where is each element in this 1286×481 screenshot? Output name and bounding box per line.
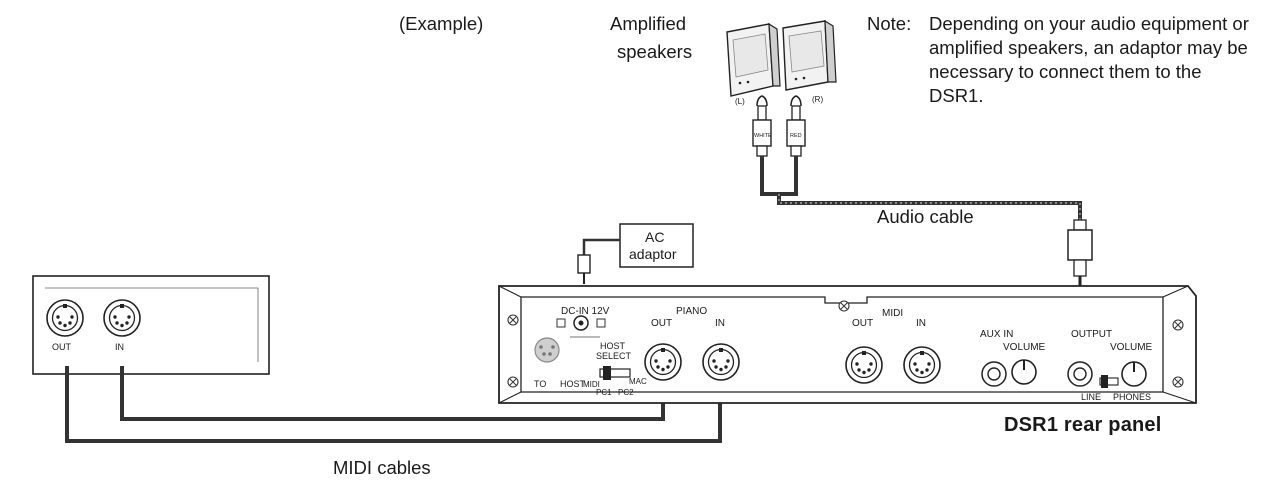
to-host-to-label: TO xyxy=(534,379,546,389)
piano-in-label: IN xyxy=(715,318,725,329)
device-in-label: IN xyxy=(115,342,124,352)
device-out-label: OUT xyxy=(52,342,72,352)
aux-in-label: AUX IN xyxy=(980,329,1013,340)
rca-plug-red: RED xyxy=(786,95,806,157)
amplified-speakers-line1: Amplified xyxy=(610,13,687,34)
to-host-port[interactable] xyxy=(534,337,560,363)
audio-cable xyxy=(760,156,1093,290)
note-prefix: Note: xyxy=(867,13,912,34)
host-select-line2: SELECT xyxy=(596,351,632,361)
midi-cables xyxy=(65,366,722,443)
dsr1-rear-panel: DC-IN 12V TO HOST HOST SELECT MIDI PC1 M… xyxy=(498,285,1197,404)
piano-label: PIANO xyxy=(676,306,707,317)
aux-volume-knob[interactable] xyxy=(1011,359,1037,385)
output-label: OUTPUT xyxy=(1071,329,1112,340)
speaker-right-label: (R) xyxy=(812,95,823,104)
output-volume-knob[interactable] xyxy=(1121,361,1147,387)
speaker-left-label: (L) xyxy=(735,97,745,106)
phones-label: PHONES xyxy=(1113,392,1151,402)
midi-in-jack[interactable] xyxy=(903,346,941,384)
piano-out-jack[interactable] xyxy=(644,343,682,381)
switch-midi-label: MIDI xyxy=(583,380,600,389)
line-phones-switch[interactable] xyxy=(1099,375,1119,388)
white-plug-label: WHITE xyxy=(754,133,772,139)
rca-plug-white: WHITE xyxy=(752,95,772,157)
red-plug-label: RED xyxy=(790,133,802,139)
ac-adaptor-line2: adaptor xyxy=(629,246,677,262)
audio-cable-label: Audio cable xyxy=(877,206,974,227)
aux-in-jack[interactable] xyxy=(981,361,1007,387)
piano-out-label: OUT xyxy=(651,318,672,329)
device-midi-in-jack[interactable] xyxy=(103,299,141,337)
ac-adaptor-line1: AC xyxy=(645,229,664,245)
ac-adaptor: AC adaptor xyxy=(577,223,694,284)
speaker-right xyxy=(782,19,837,91)
output-volume-label: VOLUME xyxy=(1110,342,1153,353)
note-text: Depending on your audio equipment or amp… xyxy=(929,13,1249,106)
line-label: LINE xyxy=(1081,392,1101,402)
midi-label: MIDI xyxy=(882,308,903,319)
amplified-speakers-line2: speakers xyxy=(617,41,693,62)
dc-in-jack[interactable] xyxy=(556,315,606,338)
output-jack[interactable] xyxy=(1067,361,1093,387)
switch-pc1-label: PC1 xyxy=(596,388,612,397)
dc-in-label: DC-IN 12V xyxy=(561,306,610,317)
midi-device: OUT IN xyxy=(32,275,270,375)
midi-out-label: OUT xyxy=(852,318,873,329)
to-host-host-label: HOST xyxy=(560,379,586,389)
host-select-switch[interactable] xyxy=(599,366,631,380)
piano-in-jack[interactable] xyxy=(702,343,740,381)
aux-volume-label: VOLUME xyxy=(1003,342,1046,353)
midi-out-jack[interactable] xyxy=(845,346,883,384)
switch-mac-label: MAC xyxy=(629,377,647,386)
switch-pc2-label: PC2 xyxy=(618,388,634,397)
host-select-line1: HOST xyxy=(600,341,626,351)
amplified-speakers: (L) (R) xyxy=(726,19,837,106)
midi-cables-label: MIDI cables xyxy=(333,457,431,478)
example-label: (Example) xyxy=(399,13,484,34)
speaker-left xyxy=(726,22,781,97)
midi-in-label: IN xyxy=(916,318,926,329)
rear-panel-title: DSR1 rear panel xyxy=(1004,414,1162,436)
device-midi-out-jack[interactable] xyxy=(46,299,84,337)
